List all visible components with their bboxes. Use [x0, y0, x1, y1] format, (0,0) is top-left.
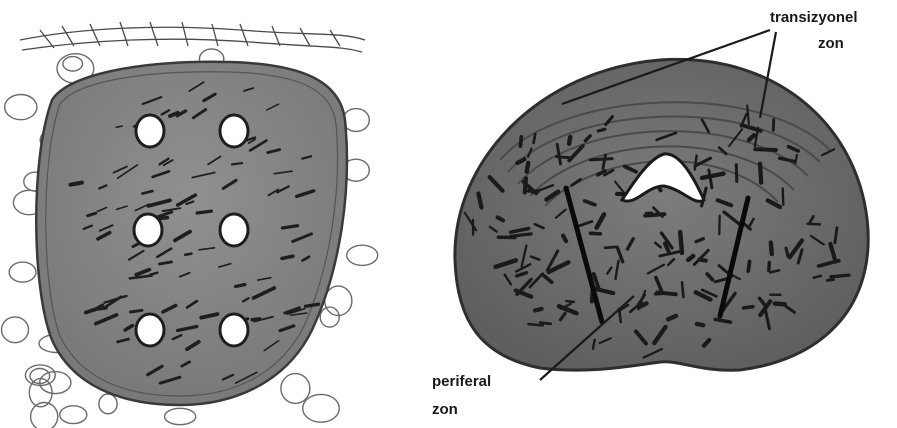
tissue-cell	[281, 374, 310, 404]
duct-streak	[498, 217, 503, 220]
biopsy-hole	[220, 214, 248, 246]
stroma-streak	[185, 254, 191, 255]
biopsy-hole	[136, 314, 164, 346]
biopsy-hole	[220, 115, 248, 147]
duct-streak	[769, 262, 770, 270]
duct-streak	[540, 323, 550, 324]
duct-streak	[527, 163, 529, 172]
duct-streak	[808, 224, 820, 225]
duct-streak	[563, 236, 566, 241]
tissue-cell	[63, 57, 83, 71]
biopsy-hole	[134, 214, 162, 246]
duct-streak	[591, 233, 601, 234]
duct-streak	[566, 301, 574, 302]
tissue-cell	[320, 307, 339, 327]
duct-streak	[525, 178, 526, 192]
tissue-cell	[303, 394, 340, 422]
duct-streak	[828, 280, 834, 281]
duct-streak	[760, 164, 761, 183]
duct-streak	[744, 307, 753, 308]
biopsy-hole	[136, 115, 164, 147]
duct-streak	[831, 275, 849, 277]
biopsy-hole	[220, 314, 248, 346]
stroma-streak	[282, 256, 293, 258]
transitional-zone-label: transizyonel	[770, 9, 858, 26]
duct-streak	[528, 324, 542, 325]
stroma-streak	[232, 163, 242, 164]
duct-streak	[605, 247, 615, 248]
right-panel-prostate-zones: transizyonel zon periferal zon	[432, 9, 868, 418]
top-fibrous-band	[20, 22, 365, 52]
tissue-cell	[5, 95, 37, 120]
duct-streak	[535, 309, 542, 311]
duct-streak	[590, 159, 612, 160]
stroma-streak	[131, 310, 142, 312]
tissue-cell	[60, 406, 87, 424]
duct-streak	[657, 292, 676, 294]
duct-streak	[688, 256, 693, 260]
stroma-streak	[96, 308, 107, 310]
tissue-cell	[9, 262, 36, 282]
duct-streak	[680, 232, 682, 253]
duct-streak	[755, 149, 776, 150]
tissue-cell	[99, 394, 117, 414]
tissue-cell	[165, 408, 196, 424]
duct-streak	[569, 137, 570, 144]
biopsy-gland-outline	[36, 62, 347, 405]
tissue-cell	[2, 317, 29, 343]
duct-streak	[748, 261, 749, 271]
duct-streak	[783, 189, 784, 205]
stroma-streak	[306, 304, 319, 306]
tissue-cell	[347, 245, 378, 265]
duct-streak	[682, 282, 683, 297]
peripheral-zone-label-line2: zon	[432, 401, 458, 418]
left-panel-biopsy-section	[2, 22, 378, 428]
duct-streak	[520, 137, 521, 146]
duct-streak	[775, 304, 785, 305]
stroma-streak	[282, 226, 297, 228]
duct-streak	[697, 324, 703, 325]
duct-streak	[593, 340, 595, 349]
duct-streak	[598, 129, 605, 131]
stroma-streak	[160, 262, 172, 264]
stroma-streak	[236, 285, 245, 287]
peripheral-zone-label: periferal	[432, 373, 491, 390]
transitional-zone-label-line2: zon	[818, 35, 844, 52]
duct-streak	[786, 248, 788, 256]
duct-streak	[771, 243, 772, 255]
duct-streak	[736, 165, 737, 182]
duct-streak	[557, 157, 571, 158]
tissue-cell	[325, 286, 352, 315]
duct-streak	[534, 134, 536, 143]
duct-streak	[695, 156, 697, 170]
stroma-streak	[71, 183, 82, 185]
stroma-streak	[197, 211, 211, 213]
